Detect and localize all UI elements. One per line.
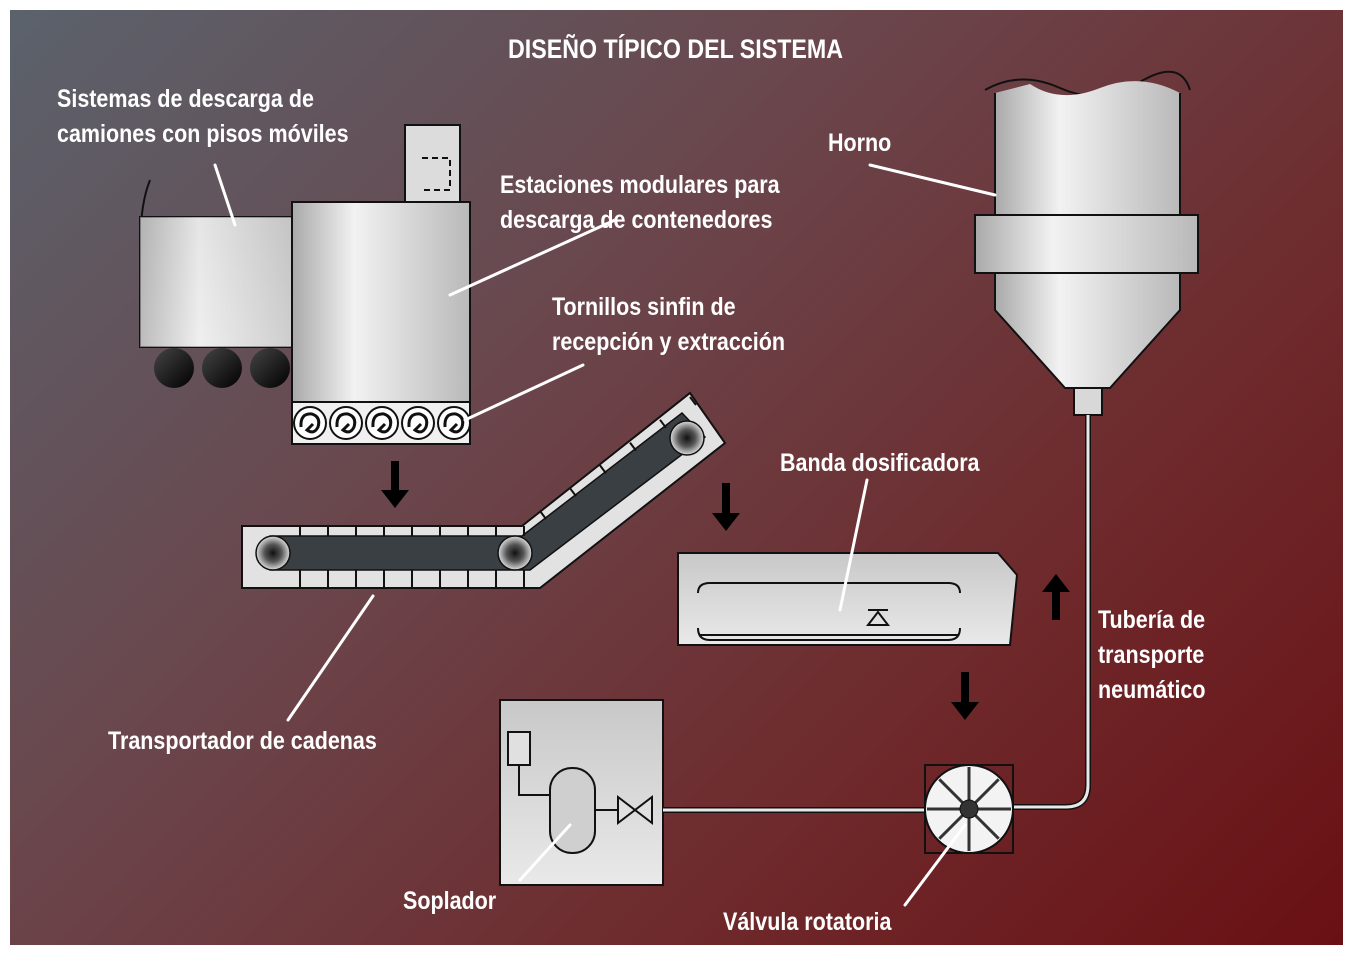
- station-label-line: Estaciones modulares para: [500, 171, 780, 199]
- station-label-line: descarga de contenedores: [500, 206, 773, 234]
- screw-conveyor-label: Tornillos sinfin de recepción y extracci…: [552, 290, 785, 360]
- pneumatic-pipe-label: Tubería de transporte neumático: [1098, 603, 1206, 708]
- blower-unit: [499, 699, 925, 886]
- system-diagram: [139, 70, 1199, 907]
- screw-icon: [329, 406, 363, 440]
- flow-arrows: [381, 461, 1070, 720]
- screw-icon: [401, 406, 435, 440]
- pipe-label-line: transporte: [1098, 641, 1205, 669]
- furnace-label: Horno: [828, 129, 892, 157]
- truck-wheel: [250, 348, 290, 388]
- rotary-valve-label: Válvula rotatoria: [723, 908, 892, 936]
- pipe-label-line: neumático: [1098, 676, 1206, 704]
- chain-pulley: [255, 535, 291, 571]
- screw-icon: [293, 406, 327, 440]
- pneumatic-pipe: [1010, 415, 1091, 810]
- arrow-down-icon: [712, 483, 740, 531]
- chain-conveyor-label: Transportador de cadenas: [108, 727, 377, 755]
- screw-conveyors: [293, 406, 471, 440]
- diagram-canvas: DISEÑO TÍPICO DEL SISTEMA Sistemas de de…: [10, 10, 1343, 945]
- blower-label: Soplador: [403, 887, 497, 915]
- chain-pulley: [497, 535, 533, 571]
- leader-lines: [213, 163, 997, 907]
- dosing-belt: [677, 552, 1019, 646]
- arrow-up-icon: [1042, 574, 1070, 620]
- truck-label-line: camiones con pisos móviles: [57, 120, 349, 148]
- diagram-title: DISEÑO TÍPICO DEL SISTEMA: [508, 34, 844, 64]
- dosing-belt-label: Banda dosificadora: [780, 449, 980, 477]
- furnace: [974, 70, 1199, 416]
- chain-links: [299, 396, 697, 588]
- screw-icon: [437, 406, 471, 440]
- screw-label-line: recepción y extracción: [552, 328, 786, 356]
- container-station: [291, 124, 471, 445]
- truck-wheel: [154, 348, 194, 388]
- truck-wheel: [202, 348, 242, 388]
- screw-label-line: Tornillos sinfin de: [552, 293, 736, 321]
- truck-trailer: [139, 179, 311, 388]
- truck-unloading-label: Sistemas de descarga de camiones con pis…: [57, 82, 349, 152]
- chain-pulley: [669, 420, 705, 456]
- chain-conveyor: [241, 391, 727, 589]
- truck-label-line: Sistemas de descarga de: [57, 85, 314, 113]
- screw-icon: [365, 406, 399, 440]
- container-station-label: Estaciones modulares para descarga de co…: [500, 168, 780, 238]
- pipe-label-line: Tubería de: [1098, 606, 1206, 634]
- arrow-down-icon: [951, 672, 979, 720]
- rotary-valve: [924, 764, 1014, 854]
- arrow-down-icon: [381, 461, 409, 508]
